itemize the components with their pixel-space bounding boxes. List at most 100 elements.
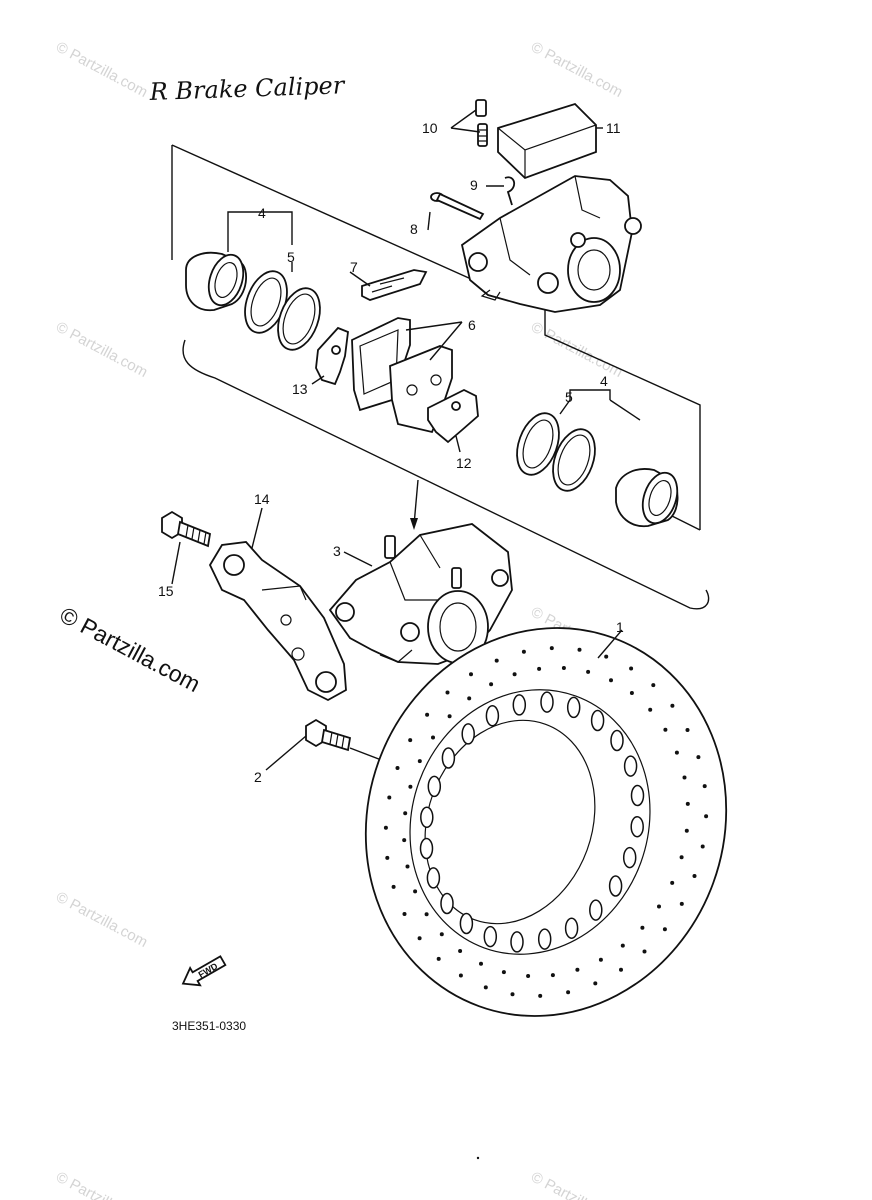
disc-hole bbox=[561, 666, 566, 670]
disc-hole bbox=[696, 755, 701, 760]
callout-6: 6 bbox=[468, 317, 476, 333]
disc-hole bbox=[479, 961, 483, 966]
disc-outer-holes bbox=[383, 646, 709, 998]
disc-hole bbox=[469, 672, 473, 677]
watermark-bottom-right: © Partzilla.com bbox=[528, 1169, 625, 1200]
disc-hole bbox=[447, 714, 452, 719]
disc-slot bbox=[440, 892, 454, 915]
disc-slot bbox=[590, 709, 605, 732]
disc-slot bbox=[419, 837, 434, 860]
part-12-shim-right bbox=[427, 388, 479, 444]
disc-hole bbox=[391, 884, 396, 889]
callout-7: 7 bbox=[350, 259, 358, 275]
disc-slot bbox=[589, 899, 603, 921]
callout-5-right: 5 bbox=[565, 389, 573, 405]
disc-slot bbox=[630, 815, 644, 838]
callout-8: 8 bbox=[410, 221, 418, 237]
callout-11: 11 bbox=[606, 120, 621, 136]
callout-4-right: 4 bbox=[600, 373, 608, 389]
disc-hole bbox=[670, 703, 675, 708]
disc-slot bbox=[540, 691, 554, 713]
disc-hole bbox=[685, 728, 690, 732]
disc-hole bbox=[604, 654, 609, 659]
disc-hole bbox=[537, 666, 542, 671]
part-7-pad-spring bbox=[361, 269, 428, 301]
callout-10: 10 bbox=[422, 120, 438, 136]
disc-hole bbox=[620, 943, 625, 948]
disc-hole bbox=[408, 784, 413, 789]
disc-slot bbox=[622, 846, 637, 869]
disc-hole bbox=[445, 690, 450, 695]
disc-hole bbox=[436, 956, 441, 961]
disc-inner-slots bbox=[419, 691, 645, 953]
disc-hole bbox=[489, 682, 494, 687]
disc-hole bbox=[383, 825, 388, 830]
disc-hole bbox=[586, 669, 591, 674]
disc-hole bbox=[403, 811, 408, 816]
caliper-body-upper bbox=[460, 175, 642, 313]
disc-slot bbox=[610, 729, 624, 752]
callout-14: 14 bbox=[254, 491, 270, 507]
disc-hole bbox=[550, 973, 555, 978]
disc-hole bbox=[682, 775, 687, 780]
disc-slot bbox=[427, 775, 442, 798]
disc-hole bbox=[458, 973, 463, 978]
disc-hole bbox=[657, 904, 661, 909]
part-3-caliper-assembly bbox=[328, 523, 513, 665]
disc-slot bbox=[485, 705, 500, 727]
disc-hole bbox=[663, 727, 668, 732]
watermark-low-left: © Partzilla.com bbox=[53, 889, 150, 951]
callout-12: 12 bbox=[456, 455, 472, 471]
disc-hole bbox=[685, 801, 690, 806]
part-2-disc-bolt bbox=[305, 718, 393, 765]
watermark-top-left: © Partzilla.com bbox=[53, 39, 150, 101]
disc-hole bbox=[684, 828, 689, 833]
disc-hole bbox=[648, 707, 653, 712]
disc-hole bbox=[413, 889, 418, 894]
fwd-arrow: FWD bbox=[181, 955, 227, 987]
disc-hole bbox=[700, 844, 705, 849]
watermark-top-right: © Partzilla.com bbox=[528, 39, 625, 101]
disc-slot bbox=[537, 928, 552, 950]
part-15-bracket-bolt bbox=[161, 510, 212, 548]
disc-slot bbox=[512, 694, 527, 716]
disc-hole bbox=[640, 925, 645, 930]
disc-hole bbox=[424, 912, 429, 917]
disc-hole bbox=[651, 683, 656, 688]
disc-hole bbox=[439, 932, 444, 937]
disc-hole bbox=[395, 766, 400, 770]
stray-dot bbox=[476, 1156, 480, 1160]
leader-lines bbox=[171, 109, 641, 771]
disc-hole bbox=[385, 855, 390, 860]
disc-hole bbox=[566, 990, 571, 995]
disc-slot bbox=[623, 755, 638, 777]
disc-slot bbox=[564, 917, 579, 939]
disc-hole bbox=[402, 838, 407, 843]
disc-hole bbox=[629, 666, 634, 671]
disc-hole bbox=[549, 646, 554, 651]
disc-hole bbox=[501, 970, 506, 975]
disc-hole bbox=[674, 750, 679, 755]
part-11-pad-cover bbox=[497, 102, 597, 180]
disc-hole bbox=[417, 936, 422, 941]
disc-hole bbox=[408, 738, 413, 743]
disc-slot bbox=[461, 723, 475, 745]
disc-slot bbox=[420, 806, 434, 829]
disc-hole bbox=[402, 912, 407, 916]
disc-hole bbox=[458, 949, 463, 953]
disc-hole bbox=[512, 672, 517, 677]
callout-1: 1 bbox=[616, 619, 624, 635]
disc-slot bbox=[630, 784, 645, 807]
disc-hole bbox=[575, 967, 580, 972]
watermark-bottom-left: © Partzilla.com bbox=[53, 1169, 150, 1200]
part-5-seal-left-b bbox=[277, 287, 321, 351]
disc-hole bbox=[662, 927, 667, 932]
disc-hole bbox=[431, 735, 435, 740]
disc-hole bbox=[467, 696, 472, 701]
disc-hole bbox=[521, 649, 526, 654]
disc-hole bbox=[704, 814, 709, 819]
exploded-view-frame bbox=[171, 144, 710, 610]
callout-2: 2 bbox=[254, 769, 262, 785]
disc-hole bbox=[702, 784, 707, 789]
